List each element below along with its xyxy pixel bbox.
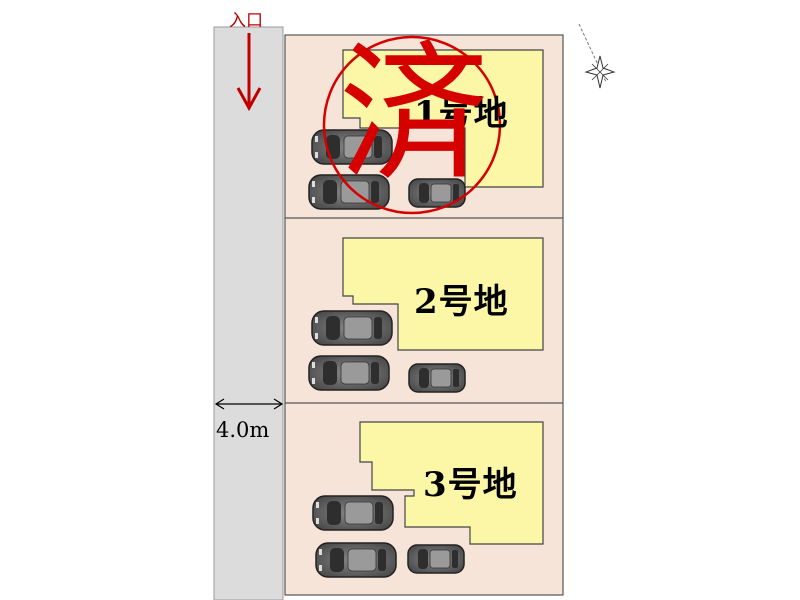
car-icon xyxy=(315,542,397,578)
car-icon xyxy=(312,495,394,531)
lot-2-building xyxy=(342,237,544,351)
lot-1-building xyxy=(342,49,544,188)
road xyxy=(213,26,284,600)
lot-2-label: 2号地 xyxy=(414,282,509,322)
sold-stamp: 済 xyxy=(339,28,490,202)
dimension-arrow-icon xyxy=(214,398,284,410)
car-icon xyxy=(308,355,390,391)
entrance-arrow-icon xyxy=(236,33,262,112)
lot-1-label: 1号地 xyxy=(414,94,509,134)
entrance-label: 入口 xyxy=(229,11,263,31)
lot-3-label: 3号地 xyxy=(423,465,518,505)
car-icon xyxy=(407,544,465,574)
sold-stamp-circle xyxy=(322,35,502,215)
car-icon xyxy=(311,310,393,346)
road-width-label: 4.0m xyxy=(216,418,270,442)
compass-icon xyxy=(578,23,616,89)
car-icon xyxy=(408,363,466,393)
lot-3-building xyxy=(359,421,544,545)
